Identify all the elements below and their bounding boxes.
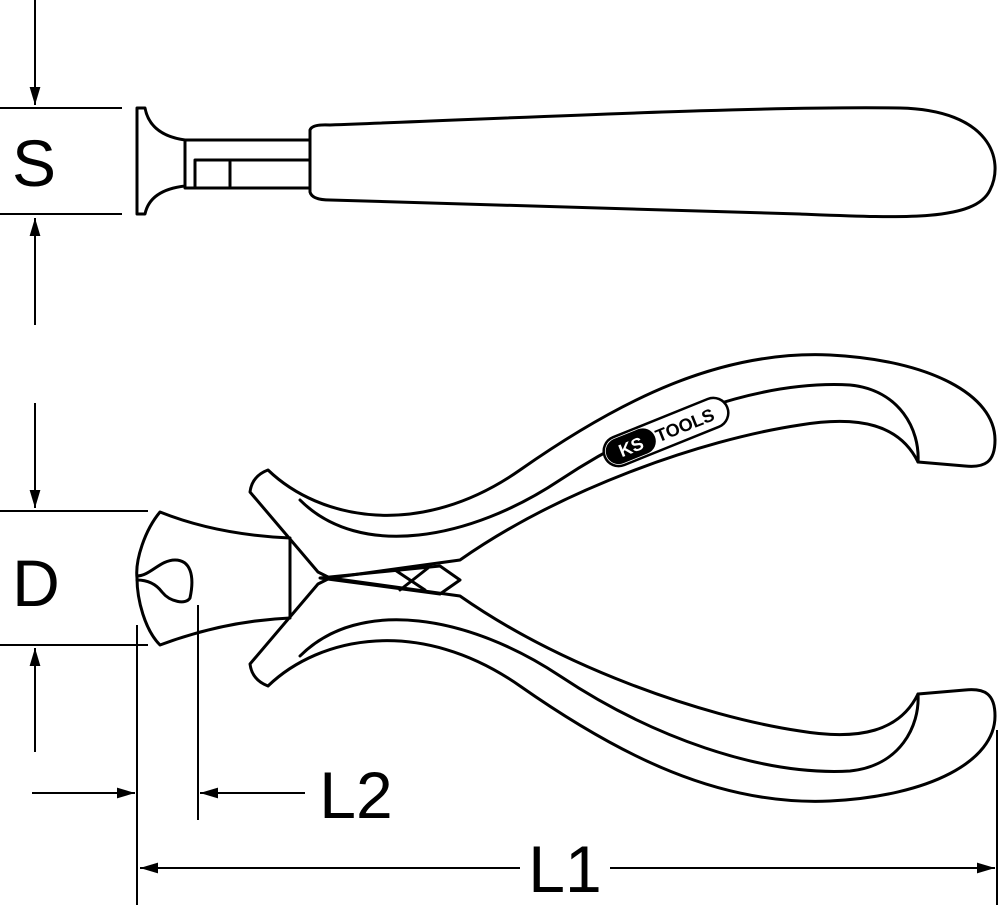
pliers-side-view: KS TOOLS [135,353,997,803]
dimension-label-l2: L2 [319,758,392,832]
pliers-top-view [135,106,997,219]
dimension-label-s: S [12,126,56,200]
lower-handle [248,576,997,803]
dimension-label-d: D [12,546,60,620]
dimension-d: D [0,403,148,752]
dimension-s: S [0,0,122,325]
dimension-label-l1: L1 [528,832,601,906]
dimension-l1: L1 [140,730,998,906]
pivot-joint [318,564,462,596]
dimension-l2: L2 [32,605,393,905]
